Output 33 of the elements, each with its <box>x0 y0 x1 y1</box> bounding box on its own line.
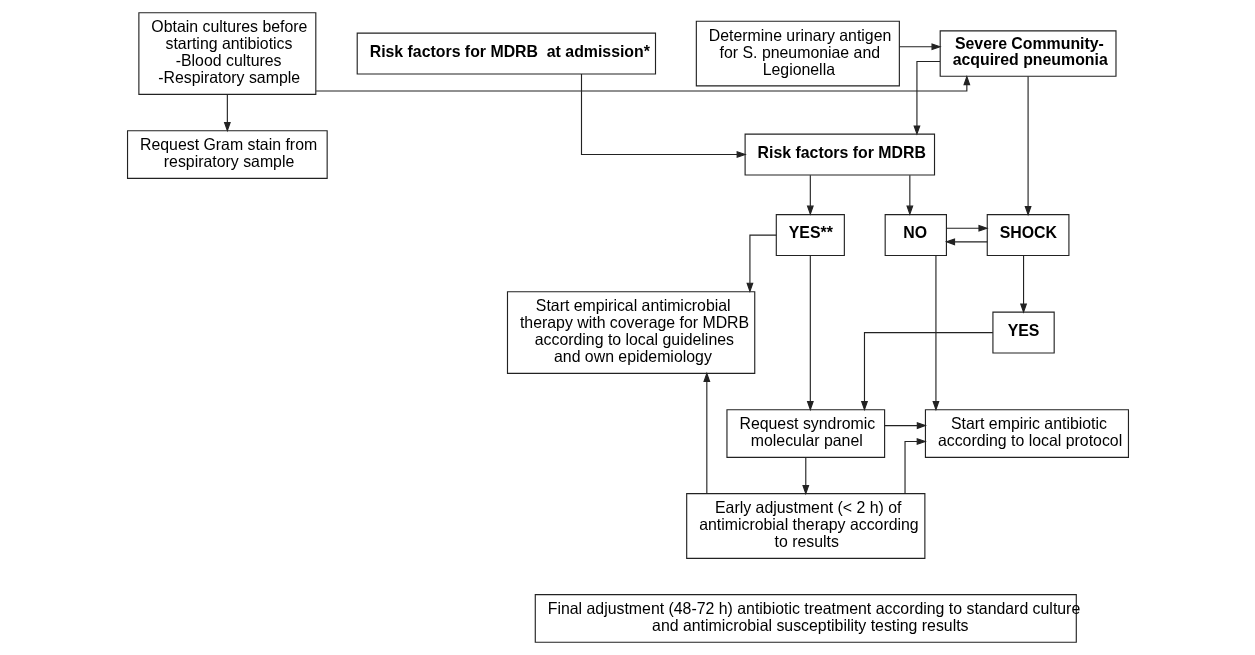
arrow <box>315 74 970 92</box>
arrow <box>860 332 993 412</box>
arrow <box>745 234 777 293</box>
arrow <box>1019 255 1027 314</box>
arrow <box>806 174 814 216</box>
node-box: Request syndromic molecular panel <box>725 409 885 458</box>
arrow <box>944 238 988 246</box>
node-box: Risk factors for MDRB at admission* <box>356 32 656 75</box>
arrow <box>223 94 231 133</box>
arrow <box>883 422 927 430</box>
arrow <box>912 60 941 136</box>
node-box: Early adjustment (< 2 h) of antimicrobial therapy according to results <box>685 493 925 559</box>
arrow <box>898 43 942 51</box>
node-box: Start empiric antibiotic according to local protocol <box>924 409 1129 458</box>
node-box: YES** <box>775 214 845 257</box>
arrow <box>931 255 939 412</box>
node-box: Request Gram stain from respiratory sample <box>126 130 328 179</box>
arrow <box>905 174 913 216</box>
node-box: Determine urinary antigen for S. pneumoniae and Legionella <box>695 20 900 87</box>
node-box: Obtain cultures before starting antibiotics -Blood cultures -Respiratory sample <box>137 12 316 95</box>
arrow <box>1024 76 1032 217</box>
arrow <box>702 371 710 495</box>
arrow <box>801 457 809 496</box>
arrow <box>806 255 814 412</box>
node-box: Severe Community-acquired pneumonia <box>939 30 1117 77</box>
node-box: NO <box>884 214 947 257</box>
node-box: Risk factors for MDRB <box>744 133 935 176</box>
arrow <box>903 437 927 495</box>
node-box: YES <box>991 311 1055 354</box>
node-box: SHOCK <box>986 214 1069 257</box>
node-box: Start empirical antimicrobial therapy with coverage for MDRB according to local guidelines and own epidemiology <box>506 291 755 374</box>
arrow <box>580 73 747 159</box>
arrow <box>945 224 989 232</box>
